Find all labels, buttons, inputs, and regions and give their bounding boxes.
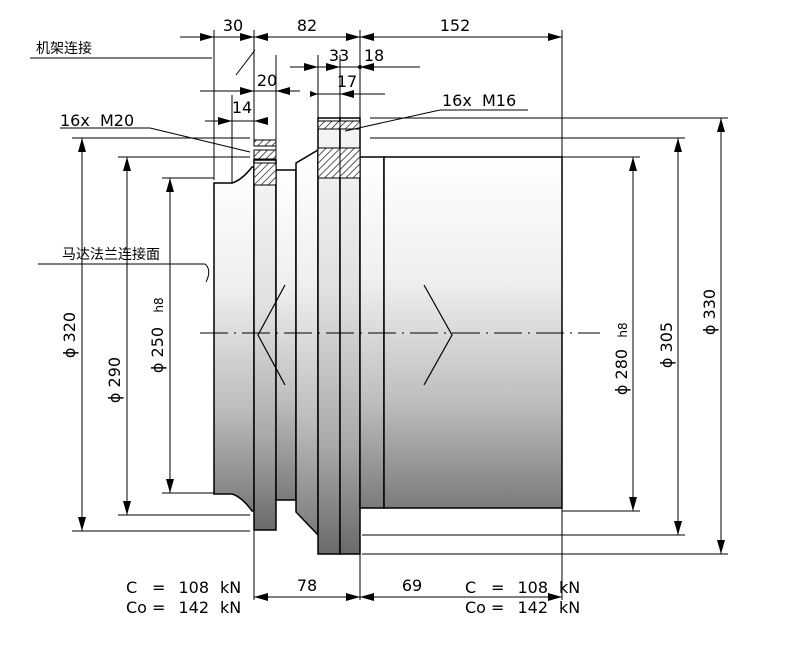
load-c-value: 108 bbox=[178, 578, 209, 597]
load-co-label: Co bbox=[465, 598, 486, 617]
extension-lines bbox=[72, 30, 728, 600]
dim-69: 69 bbox=[402, 576, 422, 595]
frame-connection-label: 机架连接 bbox=[36, 40, 92, 57]
dia-250-tolerance: h8 bbox=[152, 297, 166, 312]
load-co-eq: = bbox=[152, 598, 165, 617]
dimension-lines bbox=[78, 33, 725, 601]
load-ratings-left: C = 108 kN Co = 142 kN bbox=[126, 578, 241, 617]
load-c-eq: = bbox=[491, 578, 504, 597]
dia-280: ϕ 280 bbox=[612, 349, 631, 395]
dim-82: 82 bbox=[297, 16, 317, 35]
dim-33: 33 bbox=[329, 46, 349, 65]
dim-18: 18 bbox=[364, 46, 384, 65]
labels: 机架连接 马达法兰连接面 16x M20 16x M16 bbox=[36, 40, 516, 263]
bolt-hole-sections bbox=[253, 120, 361, 186]
load-ratings-right: C = 108 kN Co = 142 kN bbox=[465, 578, 580, 617]
bolts-left-label: 16x M20 bbox=[60, 111, 134, 130]
load-co-unit: kN bbox=[559, 598, 580, 617]
load-co-unit: kN bbox=[220, 598, 241, 617]
dia-305: ϕ 305 bbox=[657, 322, 676, 368]
load-c-unit: kN bbox=[220, 578, 241, 597]
dia-320: ϕ 320 bbox=[60, 312, 79, 358]
dim-152: 152 bbox=[440, 16, 471, 35]
load-co-eq: = bbox=[491, 598, 504, 617]
dia-280-tolerance: h8 bbox=[616, 322, 630, 337]
dim-30: 30 bbox=[223, 16, 243, 35]
load-c-unit: kN bbox=[559, 578, 580, 597]
dim-78: 78 bbox=[297, 576, 317, 595]
load-c-eq: = bbox=[152, 578, 165, 597]
leader-lines bbox=[30, 49, 528, 283]
load-c-value: 108 bbox=[517, 578, 548, 597]
load-c-label: C bbox=[126, 578, 137, 597]
dia-290: ϕ 290 bbox=[105, 357, 124, 403]
bolts-right-label: 16x M16 bbox=[442, 91, 516, 110]
load-co-label: Co bbox=[126, 598, 147, 617]
load-c-label: C bbox=[465, 578, 476, 597]
load-co-value: 142 bbox=[517, 598, 548, 617]
load-co-value: 142 bbox=[178, 598, 209, 617]
dia-330: ϕ 330 bbox=[700, 289, 719, 335]
center-line bbox=[200, 284, 600, 386]
linear-dimensions: 30 82 152 33 18 20 17 14 78 69 bbox=[223, 16, 470, 595]
dim-14: 14 bbox=[232, 98, 252, 117]
dim-20: 20 bbox=[257, 71, 277, 90]
motor-flange-face-label: 马达法兰连接面 bbox=[62, 246, 160, 263]
dim-17: 17 bbox=[337, 72, 357, 91]
dia-250: ϕ 250 bbox=[148, 327, 167, 373]
diameter-dimensions: ϕ 320 ϕ 290 ϕ 250 h8 ϕ 280 h8 ϕ 305 ϕ 33… bbox=[60, 289, 719, 403]
